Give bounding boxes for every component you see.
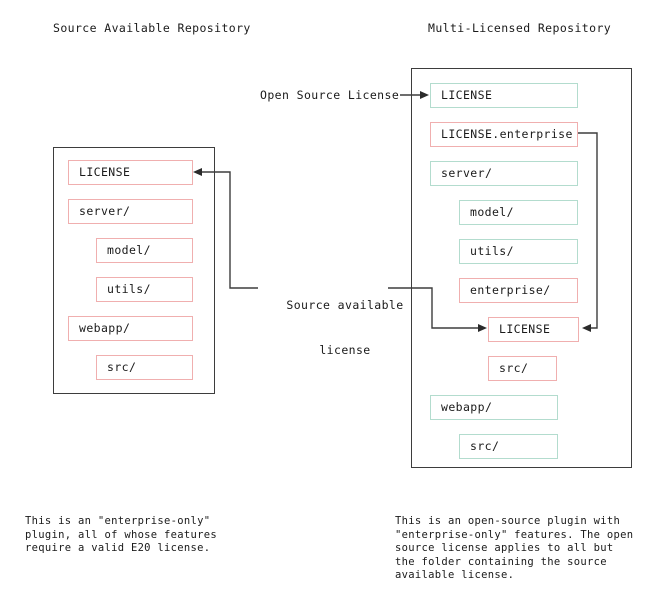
right-item-webapp[interactable]: webapp/ [430, 395, 558, 420]
right-repo-title: Multi-Licensed Repository [428, 21, 612, 35]
annotation-source-available-license-line1: Source available [286, 298, 404, 312]
annotation-source-available-license-line2: license [319, 343, 371, 357]
left-item-license[interactable]: LICENSE [68, 160, 193, 185]
right-repo-caption: This is an open-source plugin with "ente… [395, 515, 634, 581]
right-repo-frame [411, 68, 632, 468]
left-item-src[interactable]: src/ [96, 355, 193, 380]
annotation-source-available-license: Source available license [265, 268, 425, 388]
left-item-utils[interactable]: utils/ [96, 277, 193, 302]
annotation-open-source-license: Open Source License [260, 88, 400, 102]
left-item-server[interactable]: server/ [68, 199, 193, 224]
left-item-model[interactable]: model/ [96, 238, 193, 263]
left-repo-caption: This is an "enterprise-only" plugin, all… [25, 515, 218, 554]
right-item-enterprise-license[interactable]: LICENSE [488, 317, 579, 342]
right-item-utils[interactable]: utils/ [459, 239, 578, 264]
right-item-model[interactable]: model/ [459, 200, 578, 225]
left-repo-title: Source Available Repository [53, 21, 251, 35]
left-item-webapp[interactable]: webapp/ [68, 316, 193, 341]
right-item-webapp-src[interactable]: src/ [459, 434, 558, 459]
right-item-enterprise-src[interactable]: src/ [488, 356, 557, 381]
right-item-license[interactable]: LICENSE [430, 83, 578, 108]
right-item-license-enterprise[interactable]: LICENSE.enterprise [430, 122, 578, 147]
right-item-server[interactable]: server/ [430, 161, 578, 186]
right-item-enterprise[interactable]: enterprise/ [459, 278, 578, 303]
